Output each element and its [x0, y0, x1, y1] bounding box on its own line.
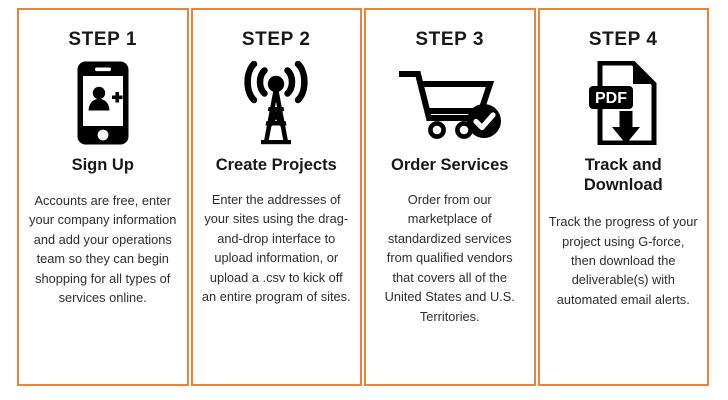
step-title: Create Projects [215, 155, 337, 174]
step-description: Order from our marketplace of standardiz… [384, 192, 515, 324]
steps-container: STEP 1 Sign Up Accounts are free, enter … [17, 8, 709, 386]
step-card-1[interactable]: STEP 1 Sign Up Accounts are free, enter … [17, 8, 189, 386]
shopping-cart-check-icon [398, 55, 502, 151]
step-label: STEP 3 [415, 29, 485, 50]
step-label: STEP 2 [241, 29, 311, 50]
step-title: Order Services [391, 155, 509, 174]
step-card-2[interactable]: STEP 2 [190, 8, 362, 386]
step-description: Track the progress of your project using… [548, 214, 698, 307]
broadcast-tower-icon [235, 55, 317, 151]
pdf-download-icon: PDF [586, 55, 660, 151]
svg-text:PDF: PDF [595, 90, 627, 107]
mobile-add-user-icon [76, 55, 130, 151]
step-title: Track and Download [583, 155, 663, 195]
step-card-4[interactable]: STEP 4 PDF Track and Download Track the … [537, 8, 709, 386]
step-description: Accounts are free, enter your company in… [29, 193, 177, 306]
step-label: STEP 4 [588, 29, 658, 50]
step-label: STEP 1 [68, 29, 138, 50]
step-card-3[interactable]: STEP 3 Order Services Order from our mar… [364, 8, 536, 386]
step-description: Enter the addresses of your sites using … [201, 192, 351, 305]
step-title: Sign Up [71, 155, 134, 174]
